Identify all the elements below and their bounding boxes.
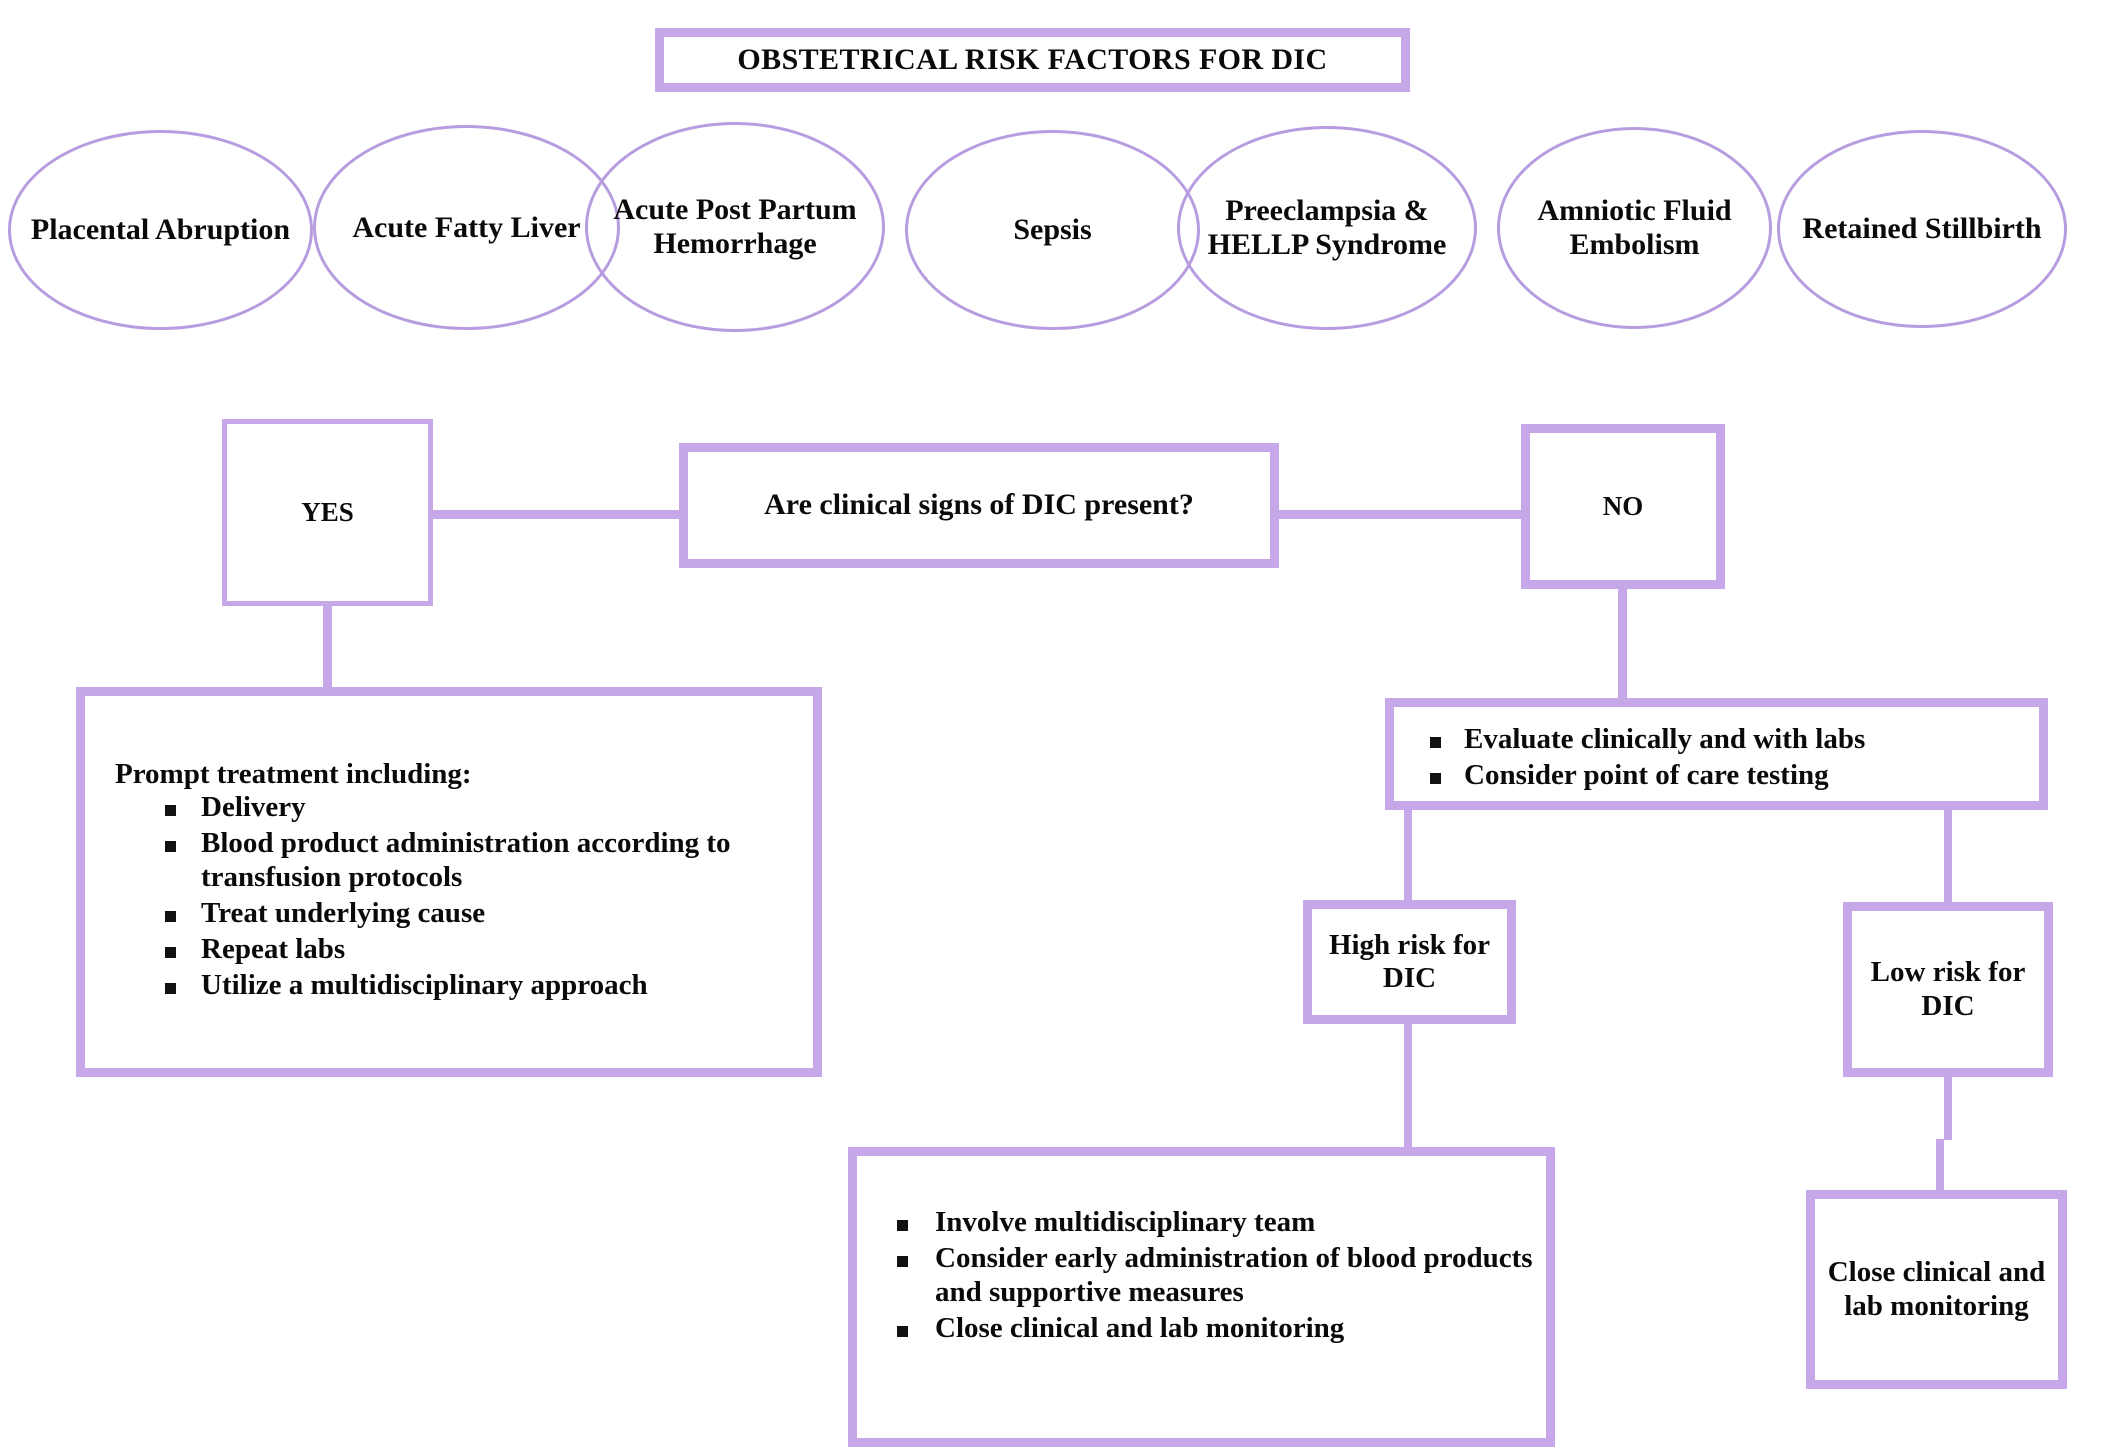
close-monitoring-box: Close clinical and lab monitoring bbox=[1806, 1190, 2067, 1389]
evaluate-list: Evaluate clinically and with labs Consid… bbox=[1394, 723, 2039, 793]
high-risk-box[interactable]: High risk for DIC bbox=[1303, 900, 1516, 1024]
list-item: Utilize a multidisciplinary approach bbox=[143, 969, 813, 1003]
risk-factor-label: Sepsis bbox=[1013, 213, 1092, 247]
risk-factor-circle-retained-stillbirth: Retained Stillbirth bbox=[1777, 130, 2067, 328]
risk-factor-circle-acute-post-partum-hemorrhage: Acute Post Partum Hemorrhage bbox=[585, 122, 885, 332]
list-item: Treat underlying cause bbox=[143, 897, 813, 931]
risk-factor-label: Preeclampsia & HELLP Syndrome bbox=[1207, 194, 1447, 261]
list-item: Delivery bbox=[143, 791, 813, 825]
connector-yes-down bbox=[323, 601, 332, 691]
connector-evaluate-to-high-risk-vertical bbox=[1404, 806, 1412, 904]
list-item: Consider point of care testing bbox=[1394, 759, 2039, 793]
risk-factor-label: Acute Post Partum Hemorrhage bbox=[613, 193, 857, 260]
risk-factor-label: Amniotic Fluid Embolism bbox=[1537, 194, 1732, 261]
decision-question-box[interactable]: Are clinical signs of DIC present? bbox=[679, 443, 1279, 568]
prompt-treatment-heading: Prompt treatment including: bbox=[115, 758, 472, 790]
connector-high-risk-down bbox=[1404, 1020, 1412, 1151]
risk-factor-circle-sepsis: Sepsis bbox=[905, 130, 1200, 330]
connector-question-to-no bbox=[1274, 510, 1526, 519]
high-risk-actions-box: Involve multidisciplinary team Consider … bbox=[848, 1147, 1555, 1447]
risk-factor-label: Placental Abruption bbox=[30, 213, 291, 247]
prompt-treatment-list: Delivery Blood product administration ac… bbox=[143, 791, 813, 1003]
risk-factor-circle-preeclampsia-hellp: Preeclampsia & HELLP Syndrome bbox=[1177, 126, 1477, 330]
risk-factor-circle-acute-fatty-liver: Acute Fatty Liver bbox=[313, 125, 620, 330]
prompt-treatment-box: Prompt treatment including: Delivery Blo… bbox=[76, 687, 822, 1077]
connector-low-risk-down-lower bbox=[1936, 1139, 1944, 1195]
connector-low-risk-down bbox=[1944, 1073, 1952, 1140]
evaluate-box: Evaluate clinically and with labs Consid… bbox=[1385, 698, 2048, 810]
yes-branch-box[interactable]: YES bbox=[222, 419, 433, 606]
connector-no-down bbox=[1618, 584, 1627, 702]
risk-factor-label: Acute Fatty Liver bbox=[352, 210, 581, 244]
risk-factor-circle-placental-abruption: Placental Abruption bbox=[8, 130, 313, 330]
no-branch-box[interactable]: NO bbox=[1521, 424, 1725, 589]
list-item: Involve multidisciplinary team bbox=[857, 1206, 1546, 1240]
connector-evaluate-to-low-risk-vertical bbox=[1944, 806, 1952, 906]
risk-factor-circle-amniotic-fluid-embolism: Amniotic Fluid Embolism bbox=[1497, 127, 1772, 329]
connector-yes-to-question bbox=[428, 510, 684, 519]
list-item: Consider early administration of blood p… bbox=[857, 1242, 1546, 1310]
low-risk-box[interactable]: Low risk for DIC bbox=[1843, 902, 2053, 1077]
list-item: Evaluate clinically and with labs bbox=[1394, 723, 2039, 757]
list-item: Blood product administration according t… bbox=[143, 827, 813, 895]
list-item: Repeat labs bbox=[143, 933, 813, 967]
high-risk-actions-list: Involve multidisciplinary team Consider … bbox=[857, 1206, 1546, 1346]
list-item: Close clinical and lab monitoring bbox=[857, 1312, 1546, 1346]
risk-factor-label: Retained Stillbirth bbox=[1802, 212, 2042, 246]
page-title: OBSTETRICAL RISK FACTORS FOR DIC bbox=[655, 28, 1410, 92]
